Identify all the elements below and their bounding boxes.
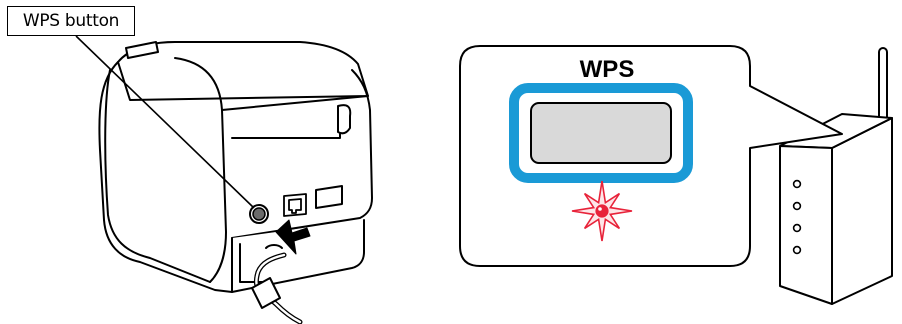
printer-side-latch: [337, 104, 352, 135]
callout-leader: [75, 35, 255, 209]
printer-bottom-lip: [231, 219, 365, 293]
arrow-icon: [275, 219, 311, 255]
cable-ferrite: [251, 277, 281, 309]
printer-front-top: [221, 95, 369, 111]
printer: [98, 41, 373, 293]
wps-led-flash-icon: [571, 180, 633, 242]
printer-body: [98, 61, 373, 293]
wps-display-screen: [530, 102, 672, 164]
printer-paper-slot: [231, 127, 341, 139]
printer-left-panel: [104, 69, 211, 283]
cable: [251, 244, 303, 324]
printer-lid-tab: [125, 41, 159, 59]
wireless-router-icon: [779, 47, 893, 305]
wps-button-callout-label: WPS button: [7, 6, 135, 36]
ethernet-port-icon: [283, 193, 307, 217]
wps-panel-title: WPS: [579, 56, 635, 83]
printer-usb-slot: [315, 185, 343, 209]
